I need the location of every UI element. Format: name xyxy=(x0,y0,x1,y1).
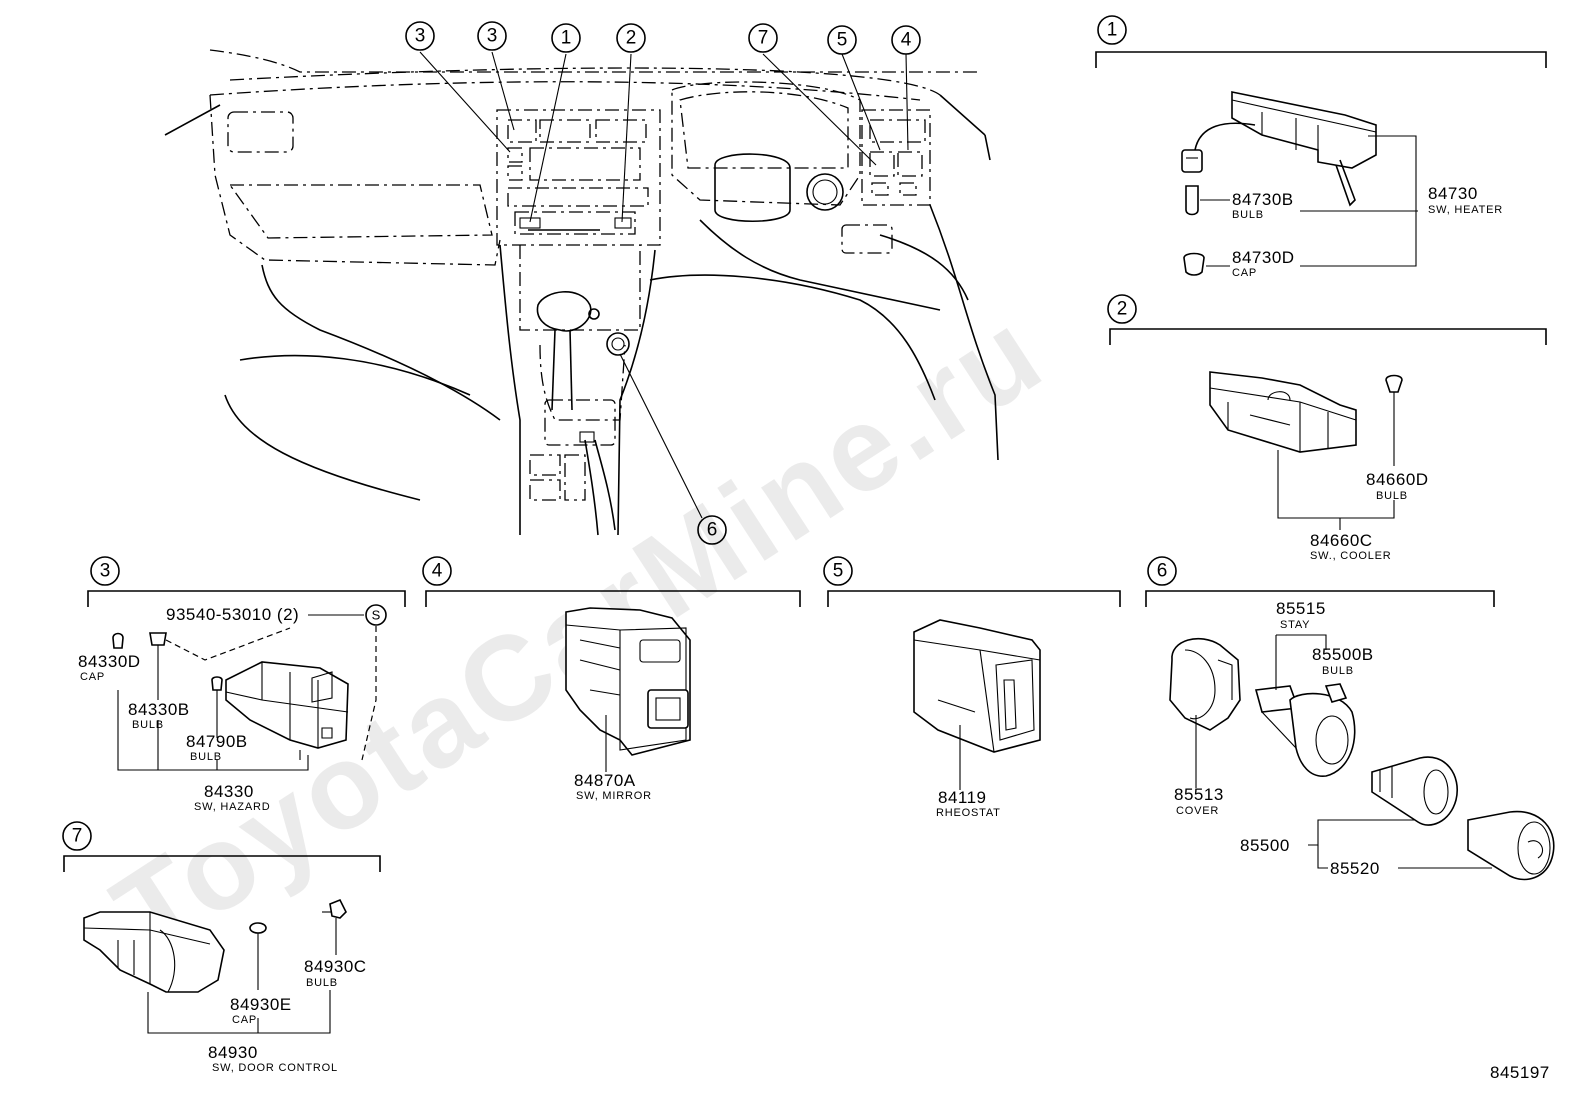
section-number: 3 xyxy=(100,561,111,582)
section-6-cigarette-lighter: 6 85515 STAY 85500B BULB 85513 xyxy=(1145,556,1555,881)
svg-text:1: 1 xyxy=(561,28,572,49)
part-number-84660D: 84660D xyxy=(1366,470,1429,489)
part-desc-84330: SW, HAZARD xyxy=(194,801,270,813)
callout-4: 4 xyxy=(891,25,921,55)
callout-5: 5 xyxy=(827,25,857,55)
part-desc-84119: RHEOSTAT xyxy=(936,807,1001,819)
part-desc-84330B: BULB xyxy=(132,719,164,731)
part-number-84730B: 84730B xyxy=(1232,190,1294,209)
part-number-84790B: 84790B xyxy=(186,732,248,751)
part-desc-84730B: BULB xyxy=(1232,209,1264,221)
part-desc-85500B: BULB xyxy=(1322,665,1354,677)
part-desc-84870A: SW, MIRROR xyxy=(576,790,652,802)
part-number-84870A: 84870A xyxy=(574,771,636,790)
svg-text:4: 4 xyxy=(901,30,912,51)
svg-text:2: 2 xyxy=(626,28,637,49)
section-1-heater-switch: 1 84730B BULB 84730D CAP 84730 SW, HEATE… xyxy=(1095,15,1547,279)
part-number-84660C: 84660C xyxy=(1310,531,1373,550)
part-desc-84330D: CAP xyxy=(80,671,105,683)
part-desc-85515: STAY xyxy=(1280,619,1310,631)
section-number: 2 xyxy=(1117,299,1128,320)
part-desc-84930: SW, DOOR CONTROL xyxy=(212,1062,338,1074)
callout-1: 1 xyxy=(551,23,581,53)
part-number-84930: 84930 xyxy=(208,1043,258,1062)
part-desc-84930C: BULB xyxy=(306,977,338,989)
part-number-85520: 85520 xyxy=(1330,859,1380,878)
section-4-mirror-switch: 4 84870A SW, MIRROR xyxy=(422,556,801,802)
part-desc-84790B: BULB xyxy=(190,751,222,763)
part-number-84330: 84330 xyxy=(204,782,254,801)
svg-text:7: 7 xyxy=(758,28,769,49)
callout-7: 7 xyxy=(748,23,778,53)
section-3-hazard-switch: 3 S 93540-53010 (2) 84330D CAP 84330B BU… xyxy=(78,556,406,813)
callout-2: 2 xyxy=(616,23,646,53)
section-number: 5 xyxy=(833,561,844,582)
part-desc-84930E: CAP xyxy=(232,1014,257,1026)
part-number-84330B: 84330B xyxy=(128,700,190,719)
section-5-rheostat: 5 84119 RHEOSTAT xyxy=(823,556,1121,819)
part-number-85500B: 85500B xyxy=(1312,645,1374,664)
part-number-84119: 84119 xyxy=(938,788,987,807)
callout-3b: 3 xyxy=(477,21,507,51)
section-number: 4 xyxy=(432,561,443,582)
part-desc-84730D: CAP xyxy=(1232,267,1257,279)
section-number: 1 xyxy=(1107,20,1118,41)
part-number-85500: 85500 xyxy=(1240,836,1290,855)
dashboard-overview: 3 3 1 2 7 5 4 6 xyxy=(164,21,999,545)
part-desc-84660D: BULB xyxy=(1376,490,1408,502)
screw-symbol: S xyxy=(372,608,381,623)
part-number-84930E: 84930E xyxy=(230,995,292,1014)
part-desc-84660C: SW., COOLER xyxy=(1310,550,1392,562)
diagram-code: 845197 xyxy=(1490,1063,1550,1082)
callout-3a: 3 xyxy=(405,21,435,51)
part-number-93540-53010: 93540-53010 (2) xyxy=(166,605,299,624)
part-number-85515: 85515 xyxy=(1276,599,1326,618)
part-number-84730: 84730 xyxy=(1428,184,1478,203)
svg-text:3: 3 xyxy=(415,26,426,47)
part-desc-85513: COVER xyxy=(1176,805,1219,817)
callout-6: 6 xyxy=(697,515,727,545)
section-2-cooler-switch: 2 84660D BULB 84660C SW., COOLER xyxy=(1107,294,1547,562)
part-number-85513: 85513 xyxy=(1174,785,1224,804)
svg-text:6: 6 xyxy=(707,520,718,541)
part-number-84930C: 84930C xyxy=(304,957,367,976)
section-number: 6 xyxy=(1157,561,1168,582)
section-number: 7 xyxy=(72,826,83,847)
part-desc-84730: SW, HEATER xyxy=(1428,204,1503,216)
part-number-84730D: 84730D xyxy=(1232,248,1295,267)
section-7-door-control-switch: 7 84930C BULB 84930E CAP 84930 SW, DOOR … xyxy=(62,821,381,1074)
svg-text:5: 5 xyxy=(837,30,848,51)
svg-text:3: 3 xyxy=(487,26,498,47)
part-number-84330D: 84330D xyxy=(78,652,141,671)
